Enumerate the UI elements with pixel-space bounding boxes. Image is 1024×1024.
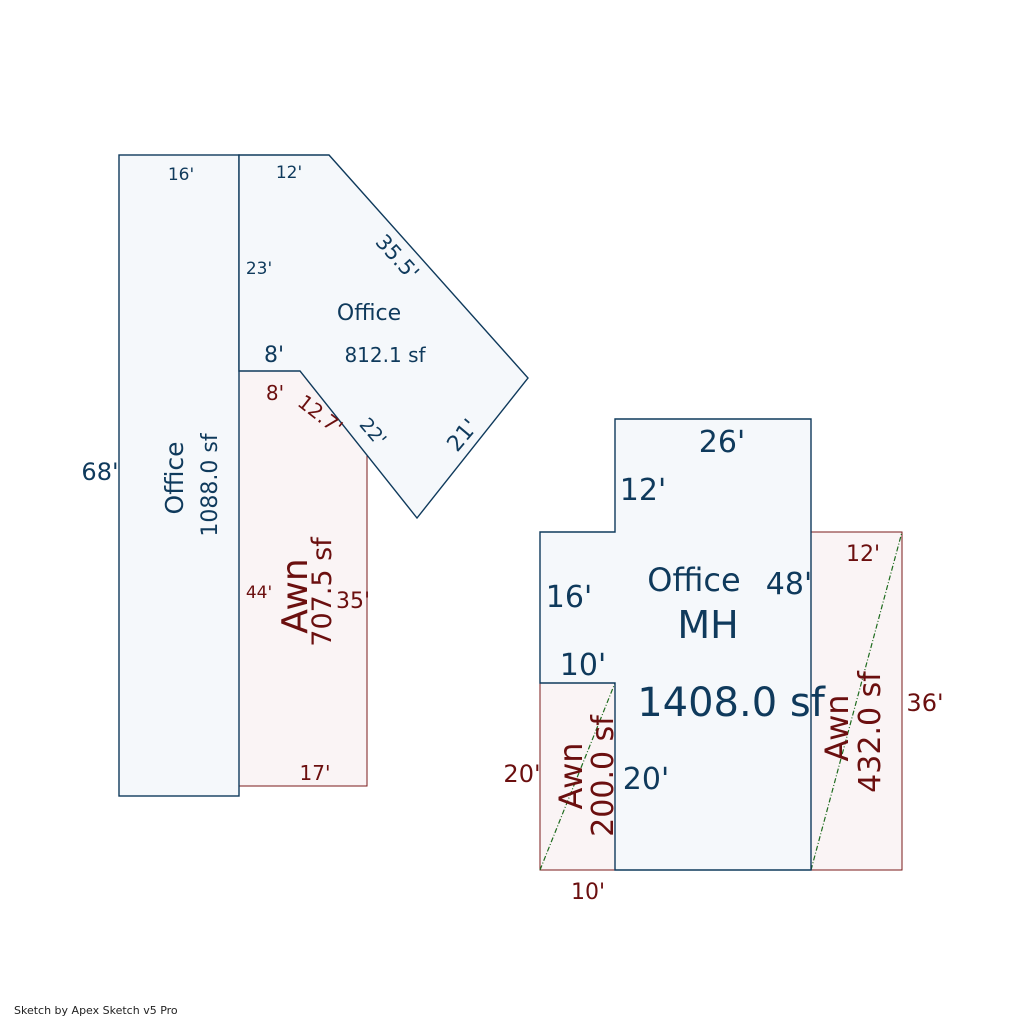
office-mh-left-upper-dim: 16' [546,580,592,615]
office-left-top-dim: 16' [168,165,194,185]
office-left-area [118,154,240,797]
awn-mid-name: Awn [552,742,590,809]
awn-right-area-text: 432.0 sf [853,670,888,793]
office-mh-top-dim: 26' [699,425,745,460]
office-left-area-text: 1088.0 sf [198,432,223,536]
awn-right-top-dim: 12' [846,542,880,567]
sketch-credit: Sketch by Apex Sketch v5 Pro [14,1004,178,1017]
awn-right-name: Awn [818,694,856,761]
office-angled-top-dim: 12' [276,163,302,183]
office-mh-sub: MH [677,603,738,647]
office-angled-area-text: 812.1 sf [344,343,426,367]
office-mh-right-dim: 48' [766,567,812,602]
awn-mid-bottom-dim: 10' [571,880,605,905]
office-angled-inner-dim: 23' [246,259,272,279]
awn-left-right-dim: 35' [336,589,370,614]
office-left-side-dim: 68' [81,458,118,486]
awn-left-bottom-dim: 17' [300,761,331,785]
awn-left-area-text: 707.5 sf [307,536,338,647]
awning-right-diagonal [810,531,903,871]
office-mh-area [539,418,812,871]
office-left-name: Office [160,442,189,515]
office-angled-step-dim: 8' [264,343,284,368]
office-mh-step-dim: 10' [560,648,606,683]
office-mh-upper-step-dim: 12' [620,473,666,508]
awn-left-step-dim: 8' [266,381,284,405]
awn-right-right-dim: 36' [906,689,943,717]
office-mh-name: Office [647,561,740,599]
office-angled-name: Office [337,301,401,326]
awn-mid-left-dim: 20' [503,760,540,788]
awning-mid-diagonal [539,682,616,871]
awn-mid-area-text: 200.0 sf [586,714,621,837]
awn-left-name: Awn [275,558,316,633]
awn-left-left-dim: 44' [246,583,272,603]
office-angled-area [238,154,529,520]
office-mh-left-lower-dim: 20' [623,762,669,797]
office-mh-area-text: 1408.0 sf [637,680,826,726]
